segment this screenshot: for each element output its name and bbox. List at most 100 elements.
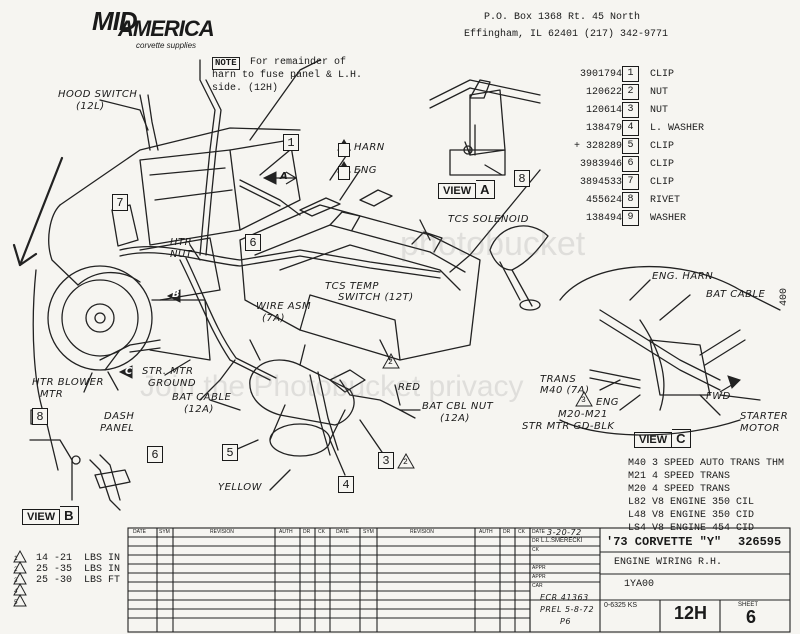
label-str-mtr-ground: GROUND [148,378,197,389]
arrow-b-letter: B [172,289,181,300]
eng-marker [338,166,350,180]
label-yellow: YELLOW [218,482,263,493]
tb-code: 1YA00 [624,579,655,590]
rev-header: REVISION [410,529,434,535]
tb-date-value: 3-20-72 [547,528,582,537]
tb-ref-no: 0-6325 KS [604,602,638,609]
tb-car-label: CAR [532,583,543,589]
torque-row: 3 25 -30 LBS FT [14,575,121,586]
label-starter: STARTER [740,411,789,422]
label-m20-m21: M20-M21 [558,409,608,420]
label-htr-blower-mtr: MTR [40,389,64,400]
address-line1: P.O. Box 1368 Rt. 45 North [484,12,641,23]
engine-option: M21 4 SPEED TRANS [628,471,731,482]
watermark-tagline: Join the Photobucket privacy [140,370,524,403]
harn-marker [338,143,350,157]
label-dash: DASH [104,411,135,422]
callout-8-view-b: 8 [32,408,48,425]
label-wire-asm: WIRE ASM [256,301,312,312]
callout-6-view-b: 6 [147,446,163,463]
label-str-mtr-gd-blk: STR MTR GD-BLK [522,421,615,432]
rev-header: AUTH [479,529,493,535]
tb-appr2-label: APPR [532,574,546,580]
logo-line1: MID [92,6,138,36]
note-tag: NOTE [212,57,240,70]
arrow-c-letter: C [125,366,133,377]
callout-7: 7 [112,194,128,211]
tb-title: ENGINE WIRING R.H. [614,557,723,568]
tb-car-value: ECR 41363 [540,593,589,602]
engine-option: M40 3 SPEED AUTO TRANS THM [628,458,785,469]
tb-section: 12H [674,603,708,623]
note-text-1: For remainder of [250,57,347,68]
tb-date-label: DATE [532,529,545,535]
rev-header: SYM [159,529,170,535]
label-bat-cbl-nut: BAT CBL NUT [422,401,494,412]
side-number: 400 [779,287,791,307]
torque-callout-2: 2 [388,358,393,367]
label-fwd: FWD [706,391,731,402]
tb-p6-value: P6 [560,617,571,626]
label-htr-nut-2: NUT [170,249,193,260]
label-eng: ENG [354,165,378,176]
torque-row: 2 25 -35 LBS IN [14,564,121,575]
label-wire-asm-code: (7A) [262,313,286,324]
label-m40: M40 (7A) [540,385,590,396]
callout-1: 1 [283,134,299,151]
watermark-brand: photobucket [400,225,586,263]
label-hood-switch-code: (12L) [76,101,105,112]
logo-line2: AMERICA [118,16,215,41]
tb-sheet-label: SHEET [738,602,759,608]
engine-option: L48 V8 ENGINE 350 CID [628,510,755,521]
tb-appr-label: APPR [532,565,546,571]
label-tcs-temp: TCS TEMP [325,281,379,292]
tb-checked-label: CK [532,547,539,553]
tb-model: '73 CORVETTE "Y" [606,535,722,549]
label-trans: TRANS [540,374,577,385]
tb-sheet: 6 [746,607,757,627]
tb-drawn-label: DR [532,538,540,544]
address-line2: Effingham, IL 62401 (217) 342-9771 [464,29,669,40]
rev-header: REVISION [210,529,234,535]
label-htr-nut-1: HTR [170,237,193,248]
engine-option: L82 V8 ENGINE 350 CIL [628,497,755,508]
label-str-mtr: STR. MTR [142,366,194,377]
callout-6: 6 [245,234,261,251]
engine-option: LS4 V8 ENGINE 454 CID [628,523,755,534]
label-tcs-switch: SWITCH (12T) [338,292,414,303]
label-tcs-solenoid: TCS SOLENOID [448,214,529,225]
callout-8-view-a: 8 [514,170,530,187]
engine-option: M20 4 SPEED TRANS [628,484,731,495]
label-bat-cbl-nut-code: (12A) [440,413,470,424]
note-text-3: side. (12H) [212,83,279,94]
torque-row: 5 [14,599,18,606]
note-text-2: harn to fuse panel & L.H. [212,70,363,81]
rev-header: SYM [363,529,374,535]
rev-header: AUTH [279,529,293,535]
logo-subtitle: corvette supplies [136,41,197,50]
torque-row: 4 [14,588,18,595]
torque-callout-3: 3 [581,396,586,405]
callout-3: 3 [378,452,394,469]
label-panel: PANEL [100,423,135,434]
rev-header: CK [518,529,525,535]
tb-prel-value: PREL 5-8-72 [540,605,595,614]
label-eng-c: ENG [596,397,620,408]
label-bat-cable-c: BAT CABLE [706,289,766,300]
label-bat-cable-code: (12A) [184,404,214,415]
tb-drawn-value: L.L.SMERECKI [541,538,583,544]
callout-4: 4 [338,476,354,493]
torque-callout-2b: 2 [403,458,408,467]
